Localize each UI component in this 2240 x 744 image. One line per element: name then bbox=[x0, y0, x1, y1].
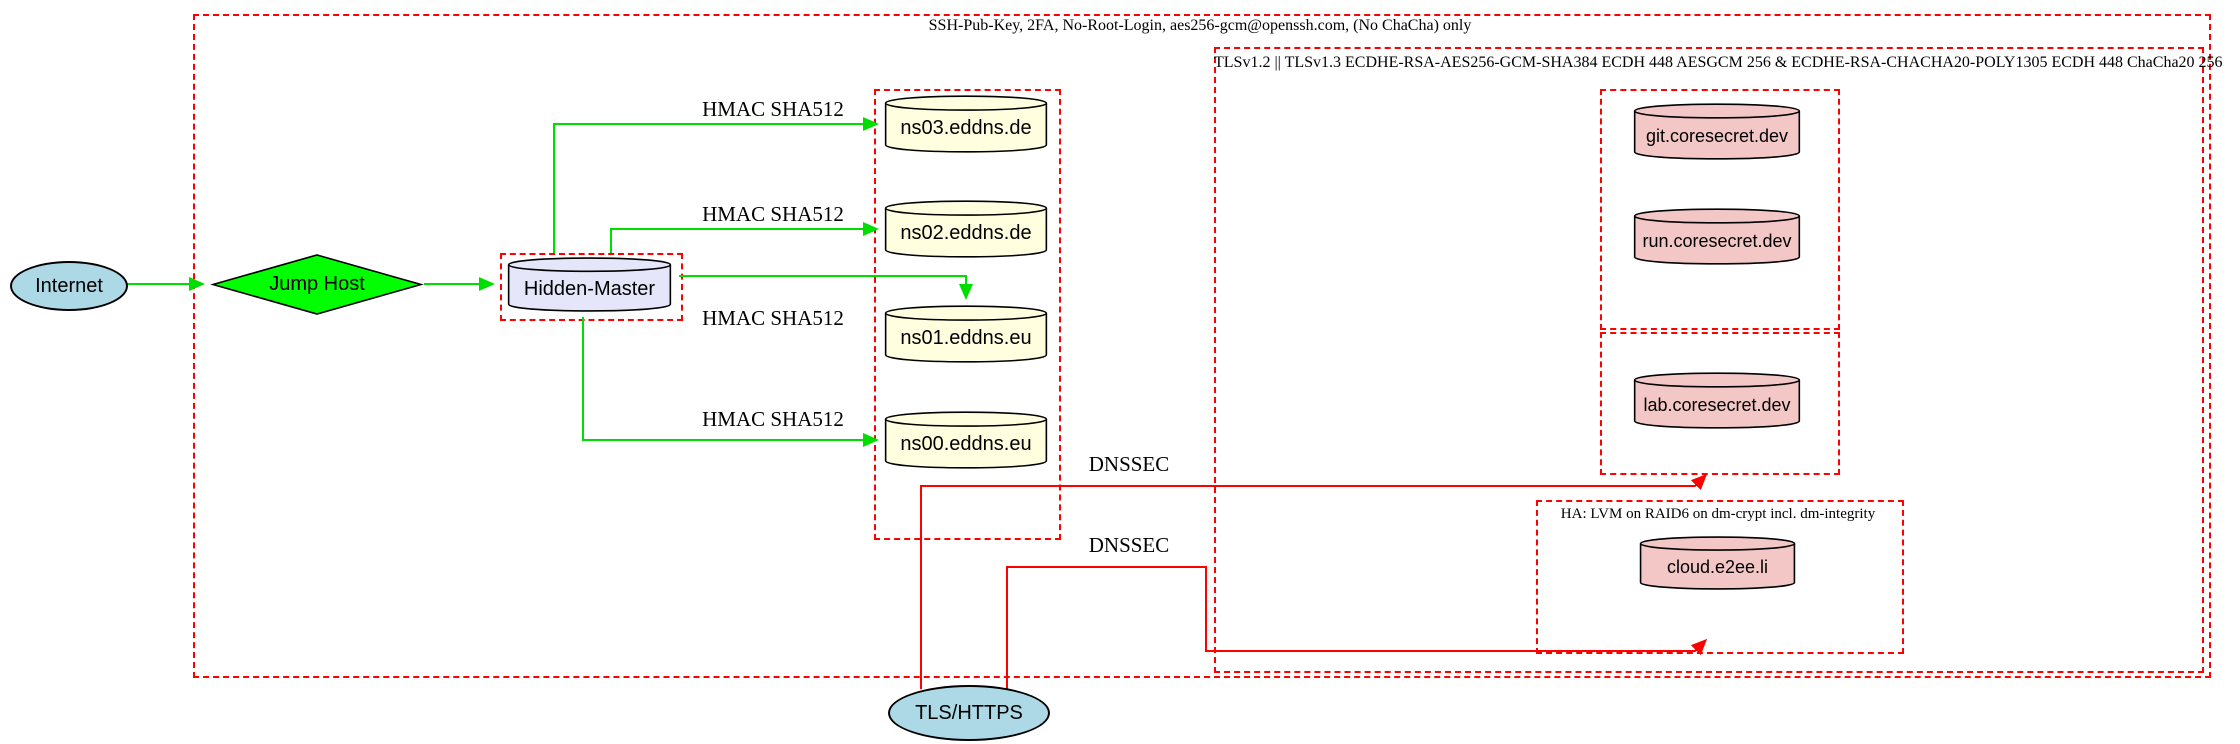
cylinder-shape bbox=[884, 200, 1048, 258]
node-internet-label: Internet bbox=[35, 274, 103, 297]
cylinder-shape bbox=[884, 411, 1048, 469]
node-ns01: ns01.eddns.eu bbox=[884, 305, 1048, 363]
node-hidden-master-label: Hidden-Master bbox=[523, 277, 656, 300]
edge-label-hmac-ns02: HMAC SHA512 bbox=[702, 202, 844, 226]
node-git-label: git.coresecret.dev bbox=[1645, 125, 1789, 146]
cylinder-shape bbox=[1633, 208, 1801, 265]
node-hidden-master: Hidden-Master bbox=[507, 257, 672, 312]
cylinder-shape bbox=[1633, 103, 1801, 160]
node-ns00-label: ns00.eddns.eu bbox=[900, 433, 1032, 455]
edge-dnssec-to-ha-cluster bbox=[1006, 566, 1708, 689]
cylinder-shape bbox=[1639, 536, 1796, 590]
diamond-shape bbox=[210, 253, 424, 316]
edge-hiddenmaster-ns01 bbox=[679, 275, 973, 300]
node-git: git.coresecret.dev bbox=[1633, 103, 1801, 160]
node-internet: Internet bbox=[10, 261, 128, 311]
cylinder-shape bbox=[507, 257, 672, 312]
node-ns02-label: ns02.eddns.de bbox=[900, 222, 1032, 244]
node-jump-host-label: Jump Host bbox=[269, 273, 365, 295]
edge-dnssec-to-lab-cluster bbox=[920, 473, 1708, 689]
edge-hiddenmaster-ns02 bbox=[610, 222, 879, 253]
edge-label-dnssec-2: DNSSEC bbox=[1088, 533, 1170, 557]
cluster-dns-box bbox=[874, 89, 1061, 540]
cluster-ha-box bbox=[1536, 500, 1904, 654]
edge-hiddenmaster-ns00 bbox=[582, 317, 879, 447]
cluster-ssh-box bbox=[193, 14, 2211, 678]
cluster-git-run-box bbox=[1600, 89, 1840, 330]
node-lab: lab.coresecret.dev bbox=[1633, 372, 1801, 429]
node-run-label: run.coresecret.dev bbox=[1642, 230, 1792, 251]
cluster-tls-box bbox=[1214, 47, 2204, 673]
node-ns03-label: ns03.eddns.de bbox=[900, 117, 1032, 139]
node-run: run.coresecret.dev bbox=[1633, 208, 1801, 265]
cluster-lab-box bbox=[1600, 332, 1840, 475]
edge-label-hmac-ns03: HMAC SHA512 bbox=[702, 97, 844, 121]
node-tls-https-label: TLS/HTTPS bbox=[915, 701, 1023, 724]
node-lab-label: lab.coresecret.dev bbox=[1643, 394, 1791, 415]
cluster-tls-label: TLSv1.2 || TLSv1.3 ECDHE-RSA-AES256-GCM-… bbox=[1214, 54, 2223, 71]
node-tls-https: TLS/HTTPS bbox=[888, 685, 1050, 741]
node-ns02: ns02.eddns.de bbox=[884, 200, 1048, 258]
edge-hiddenmaster-ns03 bbox=[553, 117, 879, 253]
cluster-hidden-master-box bbox=[500, 253, 683, 321]
node-ns03: ns03.eddns.de bbox=[884, 95, 1048, 153]
edge-label-hmac-ns01: HMAC SHA512 bbox=[702, 306, 844, 330]
cylinder-shape bbox=[1633, 372, 1801, 429]
edge-label-dnssec-1: DNSSEC bbox=[1088, 452, 1170, 476]
cylinder-shape bbox=[884, 305, 1048, 363]
cylinder-shape bbox=[884, 95, 1048, 153]
node-cloud-label: cloud.e2ee.li bbox=[1666, 557, 1769, 577]
edge-label-hmac-ns00: HMAC SHA512 bbox=[702, 407, 844, 431]
node-ns00: ns00.eddns.eu bbox=[884, 411, 1048, 469]
cluster-ssh-label: SSH-Pub-Key, 2FA, No-Root-Login, aes256-… bbox=[928, 17, 1472, 34]
cluster-ha-label: HA: LVM on RAID6 on dm-crypt incl. dm-in… bbox=[1560, 506, 1876, 522]
node-cloud: cloud.e2ee.li bbox=[1639, 536, 1796, 590]
node-ns01-label: ns01.eddns.eu bbox=[900, 327, 1032, 349]
node-jump-host: Jump Host bbox=[210, 253, 424, 316]
